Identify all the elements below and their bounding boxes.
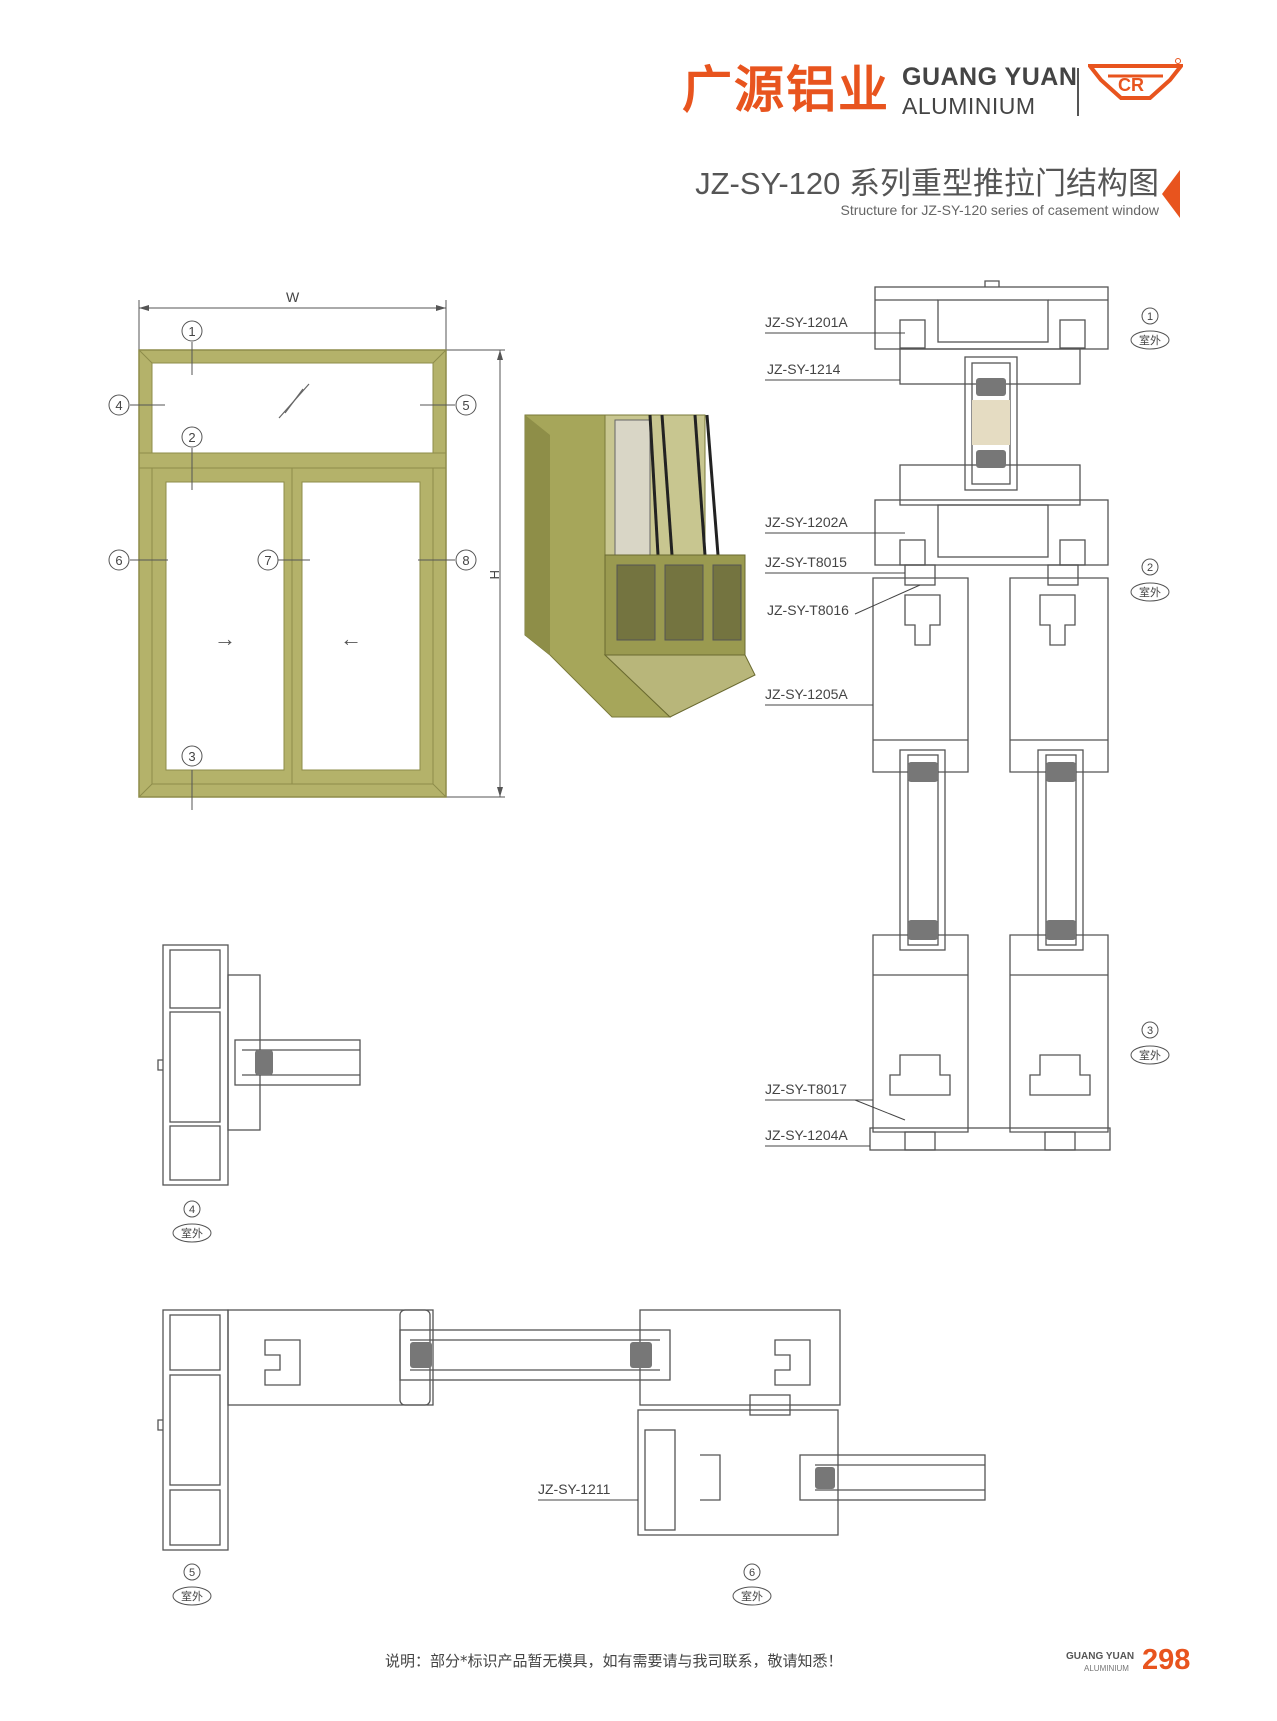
outdoor-label-3: 室外	[1139, 1048, 1161, 1062]
part-label-T8017: JZ-SY-T8017	[765, 1081, 847, 1097]
footer-brand-sub: ALUMINIUM	[1084, 1664, 1129, 1673]
title-marker-icon	[1162, 170, 1180, 218]
section-1-2-3-drawing: JZ-SY-1201A JZ-SY-1214 JZ-SY-1202A JZ-SY…	[765, 280, 1170, 1151]
section-number-5: 5	[189, 1567, 195, 1579]
part-label-T8016: JZ-SY-T8016	[767, 602, 849, 618]
width-label: W	[286, 289, 300, 305]
part-label-1202A: JZ-SY-1202A	[765, 514, 848, 530]
marker-2: 2	[188, 430, 195, 445]
part-label-1201A: JZ-SY-1201A	[765, 314, 848, 330]
section-number-3: 3	[1147, 1025, 1153, 1037]
section-number-1: 1	[1147, 311, 1153, 323]
brand-name-en-sub: ALUMINIUM	[902, 93, 1036, 119]
marker-3: 3	[188, 749, 195, 764]
part-label-1204A: JZ-SY-1204A	[765, 1127, 848, 1143]
page-number: 298	[1142, 1644, 1191, 1676]
marker-8: 8	[462, 553, 469, 568]
part-label-T8015: JZ-SY-T8015	[765, 554, 847, 570]
part-label-1214: JZ-SY-1214	[767, 361, 841, 377]
marker-6: 6	[115, 553, 122, 568]
height-label: H	[487, 570, 502, 579]
marker-1: 1	[188, 324, 195, 339]
part-label-1205A: JZ-SY-1205A	[765, 686, 848, 702]
marker-7: 7	[264, 553, 271, 568]
outdoor-label-6: 室外	[741, 1589, 763, 1603]
section-number-2: 2	[1147, 562, 1153, 574]
arrow-right-icon: →	[214, 626, 236, 651]
section-4-drawing: 4 室外	[157, 944, 361, 1243]
outdoor-label-2: 室外	[1139, 585, 1161, 599]
brand-divider	[1077, 68, 1079, 116]
page-title: JZ-SY-120 系列重型推拉门结构图	[695, 166, 1159, 201]
brand-name-cn: 广源铝业	[682, 61, 890, 119]
marker-5: 5	[462, 398, 469, 413]
outdoor-label-5: 室外	[181, 1589, 203, 1603]
page-subtitle: Structure for JZ-SY-120 series of caseme…	[840, 202, 1159, 218]
section-number-4: 4	[189, 1204, 195, 1216]
arrow-left-icon: ←	[340, 626, 362, 651]
profile-3d-render	[524, 414, 756, 718]
outdoor-label-4: 室外	[181, 1226, 203, 1240]
section-5-6-drawing: JZ-SY-1211 5 室外 6 室外	[157, 1309, 986, 1606]
part-label-1211: JZ-SY-1211	[538, 1481, 611, 1497]
footer-brand: GUANG YUAN	[1066, 1651, 1135, 1662]
section-number-6: 6	[749, 1567, 755, 1579]
svg-text:CR: CR	[1118, 75, 1144, 95]
outdoor-label-1: 室外	[1139, 333, 1161, 347]
door-elevation-drawing: W H → ← 1 2	[108, 289, 505, 810]
marker-4: 4	[115, 398, 122, 413]
gy-emblem-logo-icon: CR	[1088, 58, 1183, 100]
brand-name-en: GUANG YUAN	[902, 63, 1078, 91]
footer-note: 说明：部分*标识产品暂无模具，如有需要请与我司联系，敬请知悉！	[385, 1652, 843, 1670]
